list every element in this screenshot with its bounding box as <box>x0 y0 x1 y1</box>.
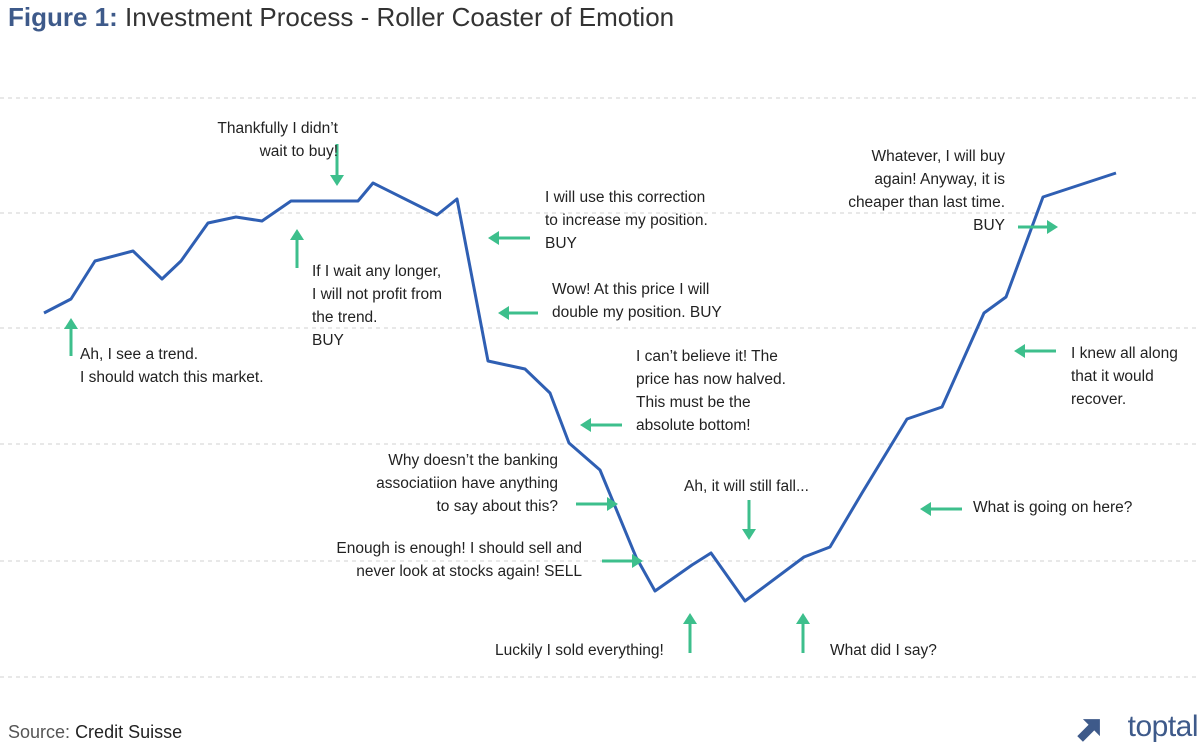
annotation-buy-again: Whatever, I will buy again! Anyway, it i… <box>848 148 1005 234</box>
annotation-still-fall: Ah, it will still fall... <box>684 478 809 495</box>
annotation-arrow-left-icon <box>488 231 530 245</box>
annotation-arrow-right-icon <box>1018 220 1058 234</box>
annotation-didnt-wait: Thankfully I didn’t wait to buy! <box>217 120 338 160</box>
annotation-arrow-down-icon <box>742 500 756 540</box>
toptal-logo-icon <box>1077 719 1100 742</box>
source-label: Source: <box>8 722 71 742</box>
annotation-arrow-down-icon <box>330 144 344 186</box>
annotation-arrow-up-icon <box>290 229 304 268</box>
brand-logo: toptal <box>1127 710 1199 743</box>
annotation-arrow-up-icon <box>796 613 810 653</box>
annotation-arrow-left-icon <box>1014 344 1056 358</box>
grid-lines <box>0 97 1200 678</box>
price-line-layer <box>43 171 1117 603</box>
source-note: Source: Credit Suisse <box>8 722 182 743</box>
annotation-arrow-up-icon <box>64 318 78 356</box>
figure-title: Investment Process - Roller Coaster of E… <box>125 2 675 32</box>
annotation-arrow-right-icon <box>576 497 618 511</box>
annotation-what-is-going-on: What is going on here? <box>973 499 1133 516</box>
annotation-arrow-left-icon <box>920 502 962 516</box>
chart-title: Figure 1: Investment Process - Roller Co… <box>8 2 674 33</box>
annotation-buy-not-profit: If I wait any longer, I will not profit … <box>312 263 443 349</box>
annotation-what-did-i-say: What did I say? <box>830 642 937 659</box>
figure-label: Figure 1: <box>8 2 118 32</box>
annotation-double-position: Wow! At this price I will double my posi… <box>552 281 722 321</box>
annotation-sold-everything: Luckily I sold everything! <box>495 642 664 659</box>
annotation-correction-buy: I will use this correction to increase m… <box>545 189 708 252</box>
annotation-arrow-up-icon <box>683 613 697 653</box>
annotation-arrow-left-icon <box>498 306 538 320</box>
annotation-knew-recover: I knew all along that it would recover. <box>1071 345 1178 408</box>
annotation-halved: I can’t believe it! The price has now ha… <box>636 348 786 434</box>
source-value: Credit Suisse <box>75 722 183 742</box>
annotation-arrows <box>64 144 1058 653</box>
annotation-arrow-right-icon <box>602 554 643 568</box>
annotation-sell: Enough is enough! I should sell and neve… <box>336 540 582 580</box>
annotation-arrow-left-icon <box>580 418 622 432</box>
price-series-line <box>43 171 1117 603</box>
annotation-watch-trend: Ah, I see a trend. I should watch this m… <box>80 346 264 386</box>
annotation-banking-association: Why doesn’t the banking associatiion hav… <box>376 452 558 515</box>
